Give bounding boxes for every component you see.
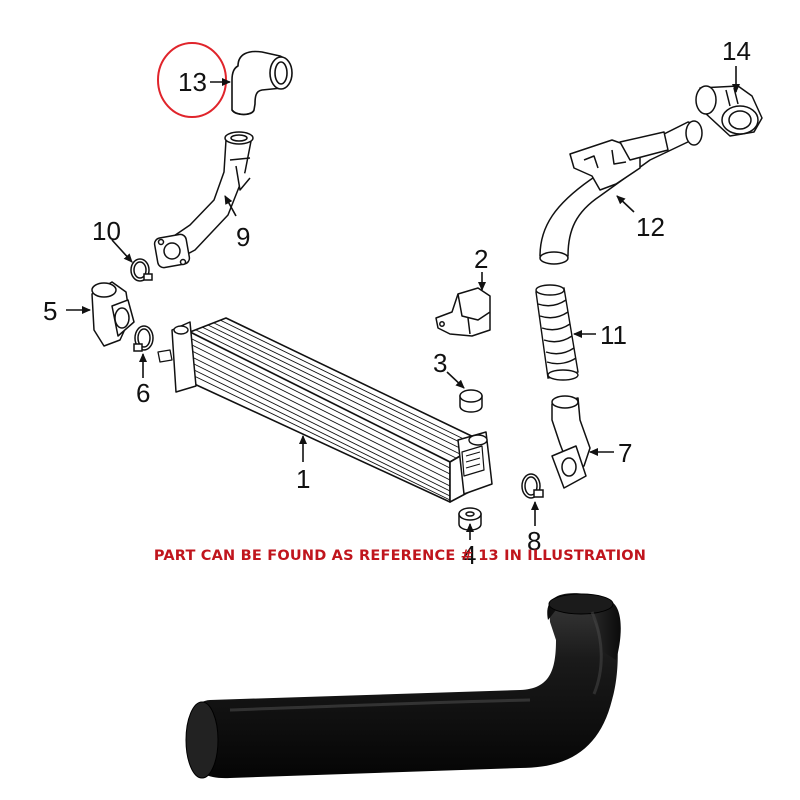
part-label-11: 11 (600, 320, 627, 350)
arrow-3 (446, 371, 465, 389)
part-8-hose-clamp (521, 473, 544, 499)
part-label-8: 8 (527, 526, 542, 556)
part-2-mounting-bracket (435, 287, 491, 337)
part-10-hose-clamp (130, 258, 153, 282)
part-3-rubber-mount (459, 389, 483, 413)
part-label-6: 6 (136, 378, 151, 408)
part-label-3: 3 (433, 348, 448, 378)
part-1-intercooler (157, 317, 493, 503)
part-9-intake-pipe (153, 131, 254, 269)
part-label-5: 5 (43, 296, 58, 326)
arrow-9 (224, 195, 237, 217)
arrow-10 (111, 239, 133, 263)
part-label-9: 9 (236, 222, 251, 252)
part-label-12: 12 (636, 212, 665, 242)
part-11-corrugated-hose (535, 284, 579, 381)
part-label-13: 13 (178, 67, 207, 97)
leader-arrows (66, 66, 740, 540)
part-5-elbow-fitting (91, 281, 135, 347)
part-12-charge-pipe (539, 120, 703, 265)
part-label-1: 1 (296, 464, 311, 494)
part-7-elbow-flange (551, 395, 591, 489)
part-label-7: 7 (618, 438, 633, 468)
product-photo-hose (185, 593, 621, 779)
reference-notice: PART CAN BE FOUND AS REFERENCE # 13 IN I… (153, 548, 647, 564)
arrow-12 (616, 195, 635, 213)
part-label-14: 14 (722, 36, 751, 66)
part-13-elbow-hose (231, 50, 293, 116)
part-label-2: 2 (474, 244, 489, 274)
part-6-hose-clamp (133, 325, 154, 352)
part-label-10: 10 (92, 216, 121, 246)
part-label-4: 4 (462, 540, 477, 570)
part-14-hose-coupler (695, 85, 763, 137)
part-4-rubber-mount (458, 507, 482, 531)
